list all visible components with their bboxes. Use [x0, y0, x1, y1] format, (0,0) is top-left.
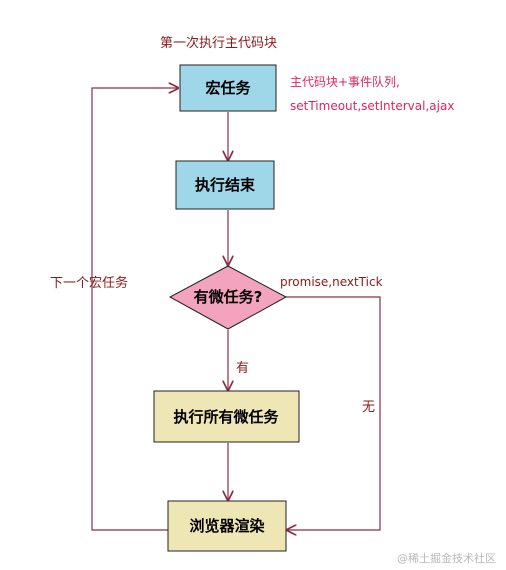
node-exec-all-microtasks-label: 执行所有微任务 [173, 408, 279, 426]
node-has-microtask-label: 有微任务? [194, 288, 263, 306]
node-exec-end: 执行结束 [175, 160, 275, 210]
node-exec-all-microtasks-box [153, 390, 300, 443]
diagram-title: 第一次执行主代码块 [160, 35, 277, 51]
node-has-microtask-diamond [168, 265, 288, 330]
label-no: 无 [362, 400, 375, 415]
node-browser-render: 浏览器渲染 [167, 500, 287, 552]
node-browser-render-box [167, 500, 287, 552]
node-exec-end-label: 执行结束 [195, 176, 256, 194]
node-macrotask-box [179, 64, 277, 112]
microtask-sources: promise,nextTick [280, 275, 383, 289]
arrow-render-to-macrotask-loop [91, 88, 178, 531]
node-browser-render-label: 浏览器渲染 [189, 517, 265, 535]
node-exec-end-box [175, 160, 275, 210]
label-next-macrotask: 下一个宏任务 [50, 275, 128, 291]
macrotask-sources-line2: setTimeout,setInterval,ajax [290, 99, 454, 113]
node-macrotask: 宏任务 [179, 64, 277, 112]
label-yes: 有 [236, 361, 249, 376]
watermark: @稀土掘金技术社区 [397, 552, 496, 565]
node-exec-all-microtasks: 执行所有微任务 [153, 390, 300, 443]
connectors [91, 88, 381, 531]
node-macrotask-label: 宏任务 [205, 79, 251, 97]
node-has-microtask: 有微任务? [168, 265, 288, 330]
arrow-decision-no-to-render [286, 296, 381, 530]
macrotask-sources-line1: 主代码块+事件队列, [290, 74, 400, 89]
